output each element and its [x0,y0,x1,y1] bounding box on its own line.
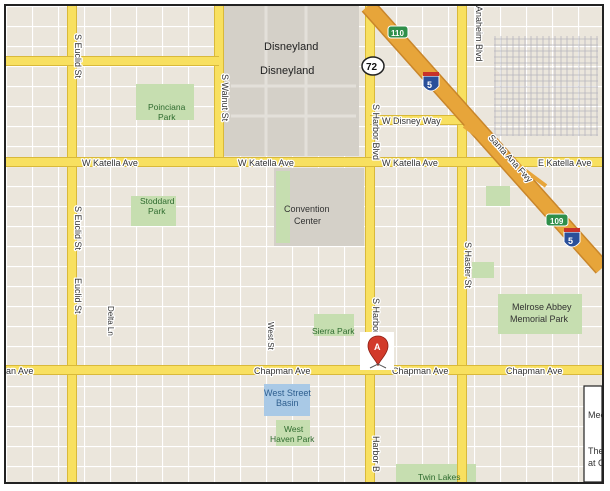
stoddard-park [131,196,176,226]
label-cut-3: at O [588,458,602,468]
label-stoddard-1: Stoddard [140,196,175,206]
interstate-5-shield-right: 5 [563,228,581,248]
label-katella-w: W Katella Ave [82,158,138,168]
label-anaheim-blvd: Anaheim Blvd [474,6,484,62]
label-harbor-3: Harbor B [371,436,381,472]
label-melrose-2: Memorial Park [510,314,569,324]
label-chapman-4: Chapman Ave [506,366,562,376]
west-street-basin [264,384,310,416]
melrose-abbey-park [498,294,582,334]
label-euclid-2: S Euclid St [73,206,83,251]
twin-lakes [396,464,476,482]
rail-yard [494,36,598,136]
shield-72: 72 [361,56,385,76]
label-chapman-2: Chapman Ave [254,366,310,376]
label-delta-ln: Delta Ln [106,306,115,336]
label-twin-lakes: Twin Lakes [418,472,461,482]
svg-text:110: 110 [391,29,404,38]
label-poinciana-1: Poinciana [148,102,186,112]
label-katella-w3: W Katella Ave [382,158,438,168]
label-cut-2: The [588,446,602,456]
label-convention-2: Center [294,216,321,226]
label-west-st: West St [266,322,275,351]
west-haven-park [276,420,310,446]
cutoff-box [583,385,602,482]
label-melrose-1: Melrose Abbey [512,302,572,312]
label-chapman-3: Chapman Ave [392,366,448,376]
poinciana-park [136,84,194,120]
label-sierra-park: Sierra Park [312,326,355,336]
label-west-street-basin-2: Basin [276,398,299,408]
street-map[interactable]: W Katella Ave W Katella Ave W Katella Av… [6,6,602,482]
label-haster: S Haster St [463,242,473,289]
label-west-haven-2: Haven Park [270,434,315,444]
green-block-ne [472,262,494,278]
green-block-e [486,186,510,206]
convention-park [276,171,290,243]
map-frame: W Katella Ave W Katella Ave W Katella Av… [4,4,604,484]
label-walnut: S Walnut St [220,74,230,122]
label-poinciana-2: Park [158,112,176,122]
interstate-5-shield-top: 5 [422,72,440,92]
label-cut-1: Mec [588,410,602,420]
shield-109: 109 [545,213,569,227]
label-disney-way: W Disney Way [382,116,441,126]
label-katella-w2: W Katella Ave [238,158,294,168]
svg-text:5: 5 [427,80,432,90]
svg-text:109: 109 [550,217,564,226]
label-harbor-1: S Harbor Blvd [371,104,381,160]
label-katella-e: E Katella Ave [538,158,591,168]
svg-text:72: 72 [366,62,378,73]
label-west-haven-1: West [284,424,304,434]
svg-text:5: 5 [568,236,573,246]
label-euclid-1: S Euclid St [73,34,83,79]
label-disneyland-2: Disneyland [260,65,314,77]
label-disneyland-1: Disneyland [264,41,318,53]
sierra-park [314,314,354,336]
marker-label: A [374,342,381,352]
label-chapman-1: an Ave [6,366,33,376]
location-marker-a[interactable]: A [360,332,394,370]
label-stoddard-2: Park [148,206,166,216]
label-west-street-basin-1: West Street [264,388,311,398]
shield-110: 110 [387,25,409,39]
disneyland-area [224,6,359,156]
label-euclid-3: Euclid St [73,278,83,314]
label-convention-1: Convention [284,204,330,214]
